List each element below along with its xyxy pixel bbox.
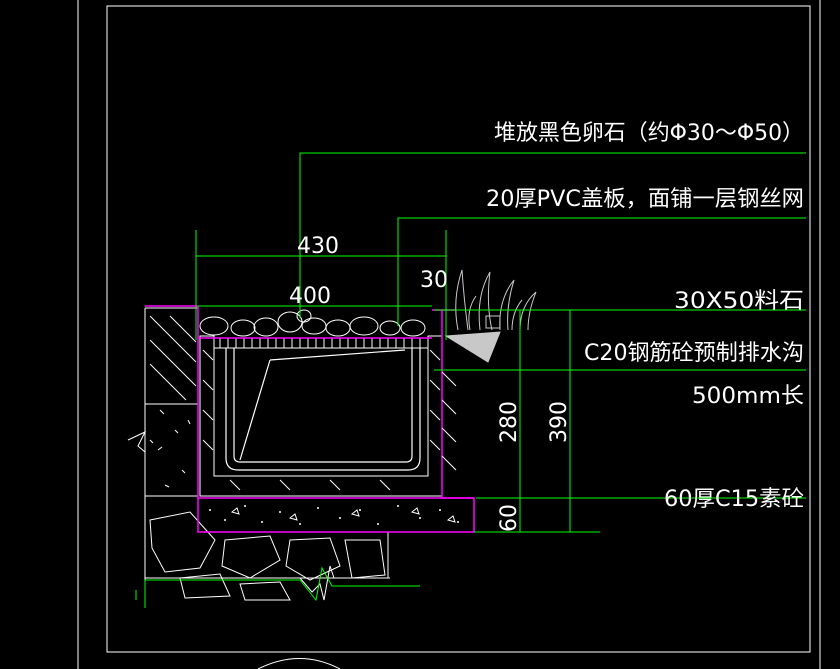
outline-magenta	[145, 305, 474, 499]
label-pebbles: 堆放黑色卵石（约Φ30～Φ50）	[494, 121, 804, 146]
label-cover: 20厚PVC盖板，面铺一层钢丝网	[486, 187, 804, 212]
label-length: 500mm长	[692, 384, 804, 409]
ground-right	[441, 371, 457, 471]
sheet-frame	[77, 0, 821, 669]
label-edge-stone: 30X50料石	[674, 289, 804, 314]
dim-base-thickness: 60	[497, 504, 522, 532]
pebbles	[199, 309, 426, 337]
precast-channel	[225, 348, 421, 471]
edge-stone-wedge	[444, 331, 501, 363]
label-channel: C20钢筋砼预制排水沟	[584, 341, 804, 366]
rubble-base	[145, 511, 390, 601]
dim-inner-width: 400	[289, 284, 331, 309]
grass-edge	[455, 269, 537, 331]
pvc-cover	[213, 337, 429, 349]
label-base: 60厚C15素砼	[664, 487, 804, 512]
soil-hatch	[127, 307, 198, 608]
channel-walls	[199, 335, 443, 497]
dim-inner-depth: 280	[497, 401, 522, 443]
dim-overall-width: 430	[297, 234, 339, 259]
c15-base	[197, 497, 475, 533]
leader-lines	[135, 152, 806, 608]
dim-total-depth: 390	[547, 401, 572, 443]
dim-rim: 30	[420, 268, 448, 293]
